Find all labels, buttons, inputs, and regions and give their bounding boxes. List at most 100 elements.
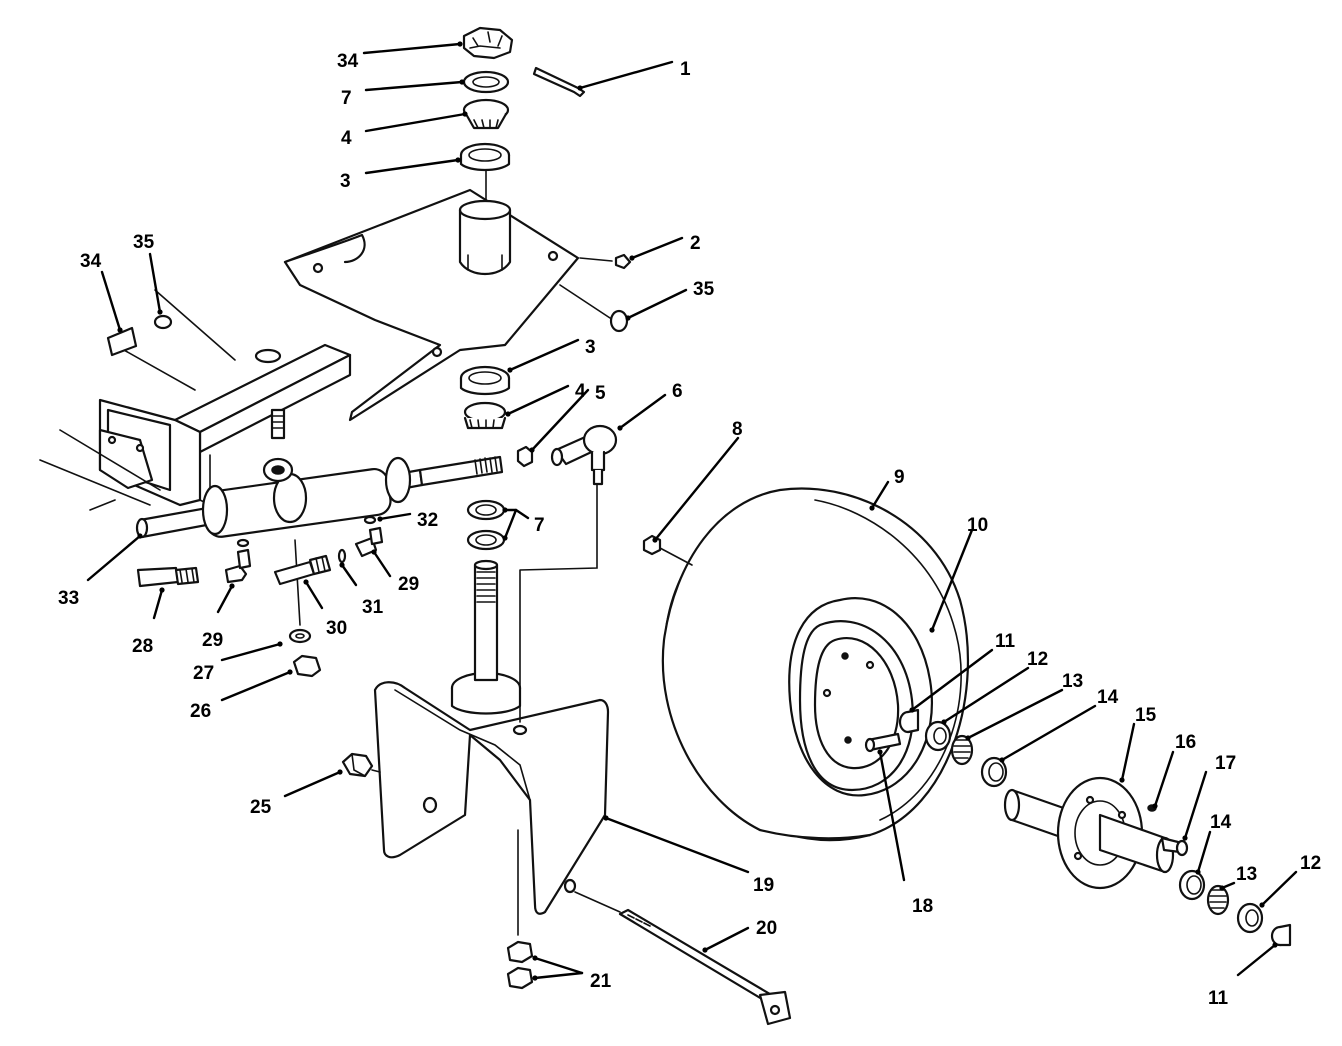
leader-dot — [229, 583, 235, 589]
callout-c4b: 4 — [505, 381, 586, 417]
callout-c7a: 7 — [341, 79, 465, 109]
callout-number: 2 — [690, 233, 701, 254]
hose-30 — [273, 554, 332, 586]
callout-number: 35 — [693, 279, 715, 300]
callout-c17: 17 — [1182, 753, 1236, 841]
oring-32 — [363, 515, 377, 525]
leader-line — [216, 584, 234, 614]
callout-number: 3 — [340, 171, 351, 192]
leader-dot — [1219, 885, 1225, 891]
callout-c32: 32 — [377, 510, 438, 531]
callout-c2: 2 — [629, 233, 701, 261]
leader-dot — [455, 157, 461, 163]
seal-12-a — [924, 720, 952, 752]
leader-line — [364, 112, 467, 133]
leader-line — [618, 393, 667, 430]
callout-number: 3 — [585, 337, 596, 358]
seal-7-lower-b — [466, 529, 506, 551]
callout-c31: 31 — [339, 562, 384, 618]
callout-c15: 15 — [1119, 705, 1157, 783]
spindle-shaft — [450, 559, 522, 715]
callout-c16: 16 — [1152, 732, 1196, 809]
callout-number: 9 — [894, 467, 905, 488]
leader-dot — [577, 85, 583, 91]
leader-line — [530, 388, 590, 452]
callout-number: 5 — [595, 383, 606, 404]
callout-number: 15 — [1135, 705, 1157, 726]
fitting-axis — [579, 257, 613, 262]
leader-dot — [929, 627, 935, 633]
leader-line — [372, 550, 392, 578]
leader-dot — [1259, 902, 1265, 908]
leader-dot — [1195, 869, 1201, 875]
spindle-housing — [458, 199, 512, 275]
callout-c4a: 4 — [341, 111, 468, 149]
bearing-cone-4-lower — [463, 401, 507, 430]
leader-line — [910, 648, 994, 712]
leader-line — [604, 816, 750, 874]
bearing-cone-13-b — [1206, 884, 1230, 916]
callout-c25: 25 — [250, 769, 343, 818]
callout-c10: 10 — [929, 515, 988, 633]
leader-line — [1236, 943, 1277, 977]
leader-dot — [371, 549, 377, 555]
leader-line — [304, 580, 324, 610]
callout-c30: 30 — [303, 579, 347, 639]
callout-number: 4 — [575, 381, 586, 402]
leader-dot — [287, 669, 293, 675]
grease-fitting-2 — [614, 253, 632, 270]
callout-c7b: 7 — [502, 507, 545, 541]
cyl-bolt-axis — [294, 539, 301, 626]
decal-label — [106, 326, 138, 357]
leader-line — [578, 60, 674, 90]
bearing-cup-14-a — [980, 756, 1008, 788]
leader-dot — [625, 315, 631, 321]
hub-15 — [1003, 776, 1175, 890]
callout-number: 16 — [1175, 732, 1196, 753]
leader-line — [533, 971, 584, 980]
callout-number: 11 — [1208, 988, 1229, 1009]
leader-line — [703, 926, 750, 952]
leader-line — [100, 270, 122, 332]
callout-number: 14 — [1210, 812, 1232, 833]
seal-7-lower-a — [466, 499, 506, 521]
leader-dot — [532, 975, 538, 981]
callout-number: 29 — [398, 574, 419, 595]
callout-number: 11 — [995, 631, 1016, 652]
callout-number: 17 — [1215, 753, 1236, 774]
jam-nut-5 — [516, 445, 534, 468]
leader-line — [340, 563, 358, 587]
callout-c13b: 13 — [1219, 864, 1257, 891]
leader-line — [1183, 770, 1208, 840]
callout-number: 35 — [133, 232, 155, 253]
callout-c14a: 14 — [999, 687, 1119, 763]
washer-27 — [288, 628, 312, 644]
leader-line — [878, 750, 906, 882]
callout-number: 30 — [326, 618, 347, 639]
callout-c3a: 3 — [340, 157, 461, 192]
leader-dot — [159, 587, 165, 593]
elbow-29-right — [354, 526, 384, 558]
leader-dot — [337, 769, 343, 775]
cotter-pin — [532, 66, 586, 98]
oring-31 — [337, 548, 347, 564]
callout-c21: 21 — [532, 955, 612, 992]
callout-c33: 33 — [58, 533, 143, 609]
leader-line — [220, 670, 292, 702]
castle-nut — [462, 26, 514, 60]
leader-dot — [1272, 942, 1278, 948]
elbow-29-left — [224, 538, 252, 584]
leader-line — [283, 770, 342, 798]
callout-c3b: 3 — [507, 337, 596, 373]
callout-number: 7 — [341, 88, 352, 109]
leader-line — [1120, 722, 1136, 782]
callout-c12b: 12 — [1259, 853, 1321, 908]
spindle-bracket-19 — [373, 681, 610, 915]
leader-dot — [617, 425, 623, 431]
callout-number: 21 — [590, 971, 612, 992]
leader-dot — [652, 537, 658, 543]
callout-number: 19 — [753, 875, 774, 896]
callout-number: 31 — [362, 597, 384, 618]
callout-number: 10 — [967, 515, 988, 536]
bearing-cone-13-a — [950, 734, 974, 766]
